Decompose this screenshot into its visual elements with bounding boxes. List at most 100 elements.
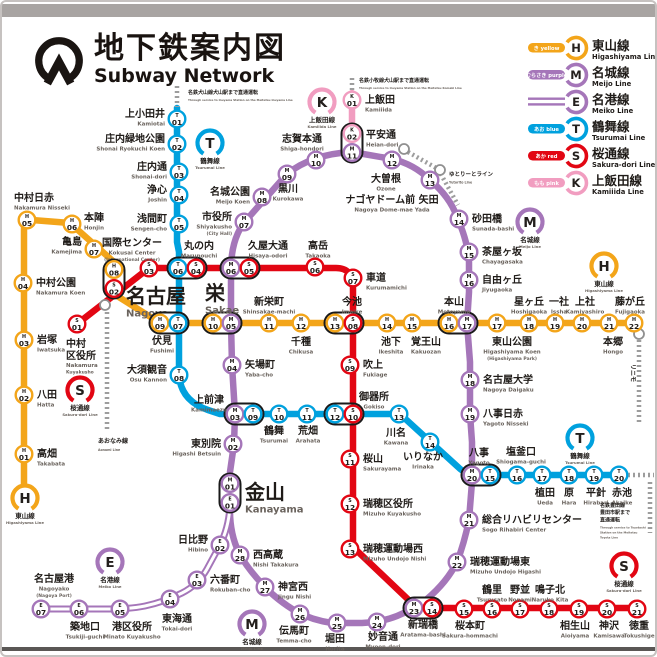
- badge-number: 05: [115, 608, 125, 617]
- station-name-jp: 中村日赤: [14, 191, 54, 204]
- note-line: 名鉄犬山線犬山駅まで直通運転: [188, 89, 258, 96]
- station-name-en: Fushimi: [150, 349, 174, 355]
- station-name-jp: 名古屋大学: [483, 373, 533, 386]
- station-name-en2: Kuyakusho: [66, 370, 94, 376]
- badge-number: 15: [407, 322, 417, 331]
- station-name-jp: 覚王山: [411, 335, 441, 348]
- station-name-jp: 東山公園: [492, 335, 532, 348]
- badge-number: 10: [348, 413, 358, 422]
- station-name-jp: 大須観音: [127, 363, 167, 376]
- station-badge-S18: S18: [539, 599, 559, 619]
- badge-number: 01: [225, 483, 235, 492]
- top-band: [2, 4, 655, 17]
- badge-number: 05: [174, 223, 184, 232]
- badge-number: 06: [173, 267, 183, 276]
- station-badge-T01: T01: [167, 109, 187, 129]
- badge-line-letter: S: [313, 261, 317, 267]
- station-badge-E03: E03: [187, 570, 207, 590]
- badge-number: 05: [22, 219, 32, 228]
- badge-number: 25: [332, 622, 342, 631]
- emblem-name-en: Tsurumai Line: [195, 165, 225, 170]
- badge-number: 07: [173, 322, 183, 331]
- badge-number: 19: [574, 608, 584, 617]
- station-badge-H11: H11: [259, 313, 279, 333]
- station-name-en: Kamisawa: [593, 634, 625, 640]
- page-title-jp: 地下鉄案内図: [94, 31, 286, 66]
- color-tag-label: もも pink: [534, 180, 559, 187]
- station-badge-M10: M10: [306, 150, 326, 170]
- badge-number: 06: [226, 267, 236, 276]
- interchange-circle: [99, 299, 111, 311]
- station-badge-S19: S19: [569, 599, 589, 619]
- station-name-jp: 庄内緑地公園: [105, 132, 165, 145]
- station-badge-H21: H21: [599, 313, 619, 333]
- legend-line-name-jp: 鶴舞線: [592, 119, 630, 134]
- legend-line-letter: S: [572, 149, 580, 163]
- badge-line-letter: S: [635, 603, 639, 609]
- badge-number: 22: [452, 561, 462, 570]
- note-line: ゆとりーとライン: [449, 170, 494, 178]
- station-badge-T05: T05: [169, 214, 189, 234]
- station-badge-M04: M04: [222, 355, 242, 375]
- note-line: Yutorito Line: [448, 181, 472, 185]
- station-name-jp: 神宮西: [278, 580, 308, 593]
- note-line: Through service to Inuyama Station on th…: [359, 86, 462, 90]
- badge-line-letter: E: [218, 539, 221, 545]
- badge-number: 28: [235, 554, 245, 563]
- station-name-en: Takaoka: [305, 254, 331, 260]
- station-name-jp: 鳴子北: [535, 583, 565, 596]
- station-name-en: Yaba-cho: [244, 373, 273, 379]
- station-name-en: Higashi Betsuin: [172, 452, 221, 458]
- station-name-en2: (Nagoya Port): [36, 593, 72, 599]
- badge-number: 27: [260, 586, 270, 595]
- station-badge-K02: K02: [342, 123, 362, 143]
- station-name-en: Aioiyama: [561, 634, 590, 640]
- badge-line-letter: E: [39, 603, 42, 609]
- station-name-jp: 原: [564, 487, 574, 499]
- badge-line-letter: T: [277, 408, 281, 414]
- badge-number: 03: [192, 579, 202, 588]
- station-badge-H01: H01: [14, 444, 34, 464]
- station-name-en: Nagoya Daigaku: [483, 388, 534, 394]
- station-badge-T07: T07: [168, 313, 188, 333]
- emblem-name-en: Higashiyama Line: [6, 520, 44, 525]
- station-badge-S08: S08: [343, 313, 363, 333]
- badge-line-letter: H: [299, 317, 303, 323]
- station-name-jp: 金山: [244, 480, 285, 504]
- yutorito-note: ゆとりーとライン Yutorito Line: [448, 170, 494, 185]
- legend-line-name-en: Tsurumai Line: [592, 134, 646, 142]
- note-line: Toyota Line: [600, 536, 618, 540]
- badge-line-letter: M: [285, 168, 290, 174]
- station-name-en: Yagoto Nisseki: [482, 422, 529, 428]
- station-name-jp: 瑞穂運動場東: [470, 555, 530, 568]
- station-name-en: Tsukiji-guchi: [66, 635, 105, 641]
- badge-number: 19: [589, 474, 599, 483]
- badge-line-letter: H: [580, 317, 584, 323]
- station-badge-H13: H13: [325, 313, 345, 333]
- color-tag: [528, 43, 565, 53]
- double-line-glyph: [528, 97, 565, 100]
- station-name-en: Chayagasaka: [482, 260, 523, 266]
- badge-line-letter: M: [457, 213, 462, 219]
- badge-line-letter: H: [92, 243, 96, 249]
- color-tag-label: あか red: [536, 152, 558, 160]
- badge-line-letter: M: [298, 608, 303, 614]
- station-badge-T09: T09: [243, 404, 263, 424]
